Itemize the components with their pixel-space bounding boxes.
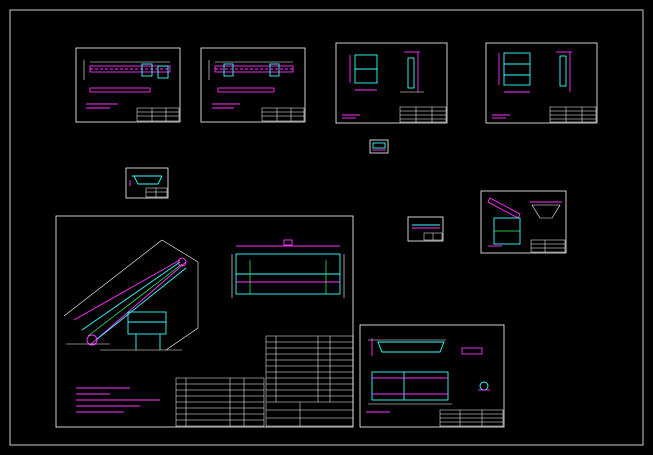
parts-list-right: [265, 335, 354, 427]
sheet-right-mid[interactable]: [480, 190, 567, 254]
sheet-top-1[interactable]: [75, 47, 181, 123]
parts-list-left: [175, 377, 265, 427]
conveyor-side-view: [231, 239, 345, 298]
sheet-top-3[interactable]: [335, 42, 448, 124]
sheet-tiny-center[interactable]: [369, 139, 389, 154]
sheet-main-assembly[interactable]: [55, 215, 354, 428]
sheet-top-4[interactable]: [485, 42, 598, 124]
sheet-bottom-right[interactable]: [359, 324, 505, 428]
sheet-top-2[interactable]: [200, 47, 306, 123]
outer-frame: [9, 9, 644, 446]
technical-notes: [76, 387, 160, 413]
inclined-conveyor: [63, 239, 199, 351]
sheet-small-mid[interactable]: [407, 216, 444, 242]
sheet-small-left[interactable]: [125, 167, 169, 199]
